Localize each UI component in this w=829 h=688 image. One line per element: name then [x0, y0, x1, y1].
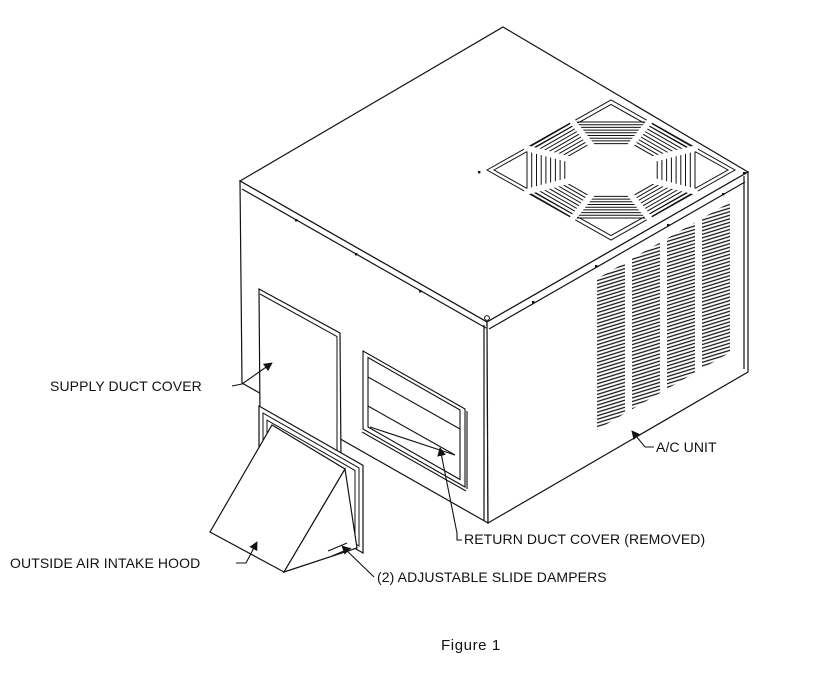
panel-screws — [295, 171, 746, 304]
leader-supply-duct-cover — [231, 362, 273, 387]
condenser-fan-grille — [485, 99, 737, 241]
label-return-duct-cover-removed: RETURN DUCT COVER (REMOVED) — [464, 531, 706, 547]
return-frame-inner — [367, 356, 461, 481]
label-supply-duct-cover: SUPPLY DUCT COVER — [50, 378, 202, 394]
corner-screw — [484, 315, 490, 321]
louver-band — [702, 202, 730, 369]
figure-caption: Figure 1 — [441, 637, 501, 654]
label-outside-air-intake-hood: OUTSIDE AIR INTAKE HOOD — [10, 555, 201, 571]
duct-interior-back-top — [367, 376, 461, 430]
louver-band — [597, 262, 625, 430]
front-lip-line — [241, 188, 487, 329]
leader-lines — [231, 362, 654, 578]
louver-band — [667, 222, 695, 389]
leader-outside-air-intake-hood — [236, 541, 258, 564]
grille-louver-rings — [523, 118, 699, 222]
leader-ac-unit — [631, 430, 654, 448]
label-ac-unit: A/C UNIT — [656, 439, 717, 455]
label-adjustable-slide-dampers: (2) ADJUSTABLE SLIDE DAMPERS — [377, 569, 607, 585]
duct-interior-back-bottom — [367, 405, 456, 456]
right-lip-line — [488, 181, 746, 330]
grille-border-outer — [485, 99, 737, 241]
outside-air-intake-hood — [209, 404, 364, 574]
leader-adjustable-slide-dampers — [341, 545, 375, 578]
condenser-louver-panels — [597, 202, 730, 430]
leader-return-duct-cover — [437, 447, 462, 541]
louver-band — [632, 242, 660, 410]
return-frame-edge-bottom — [361, 431, 467, 492]
